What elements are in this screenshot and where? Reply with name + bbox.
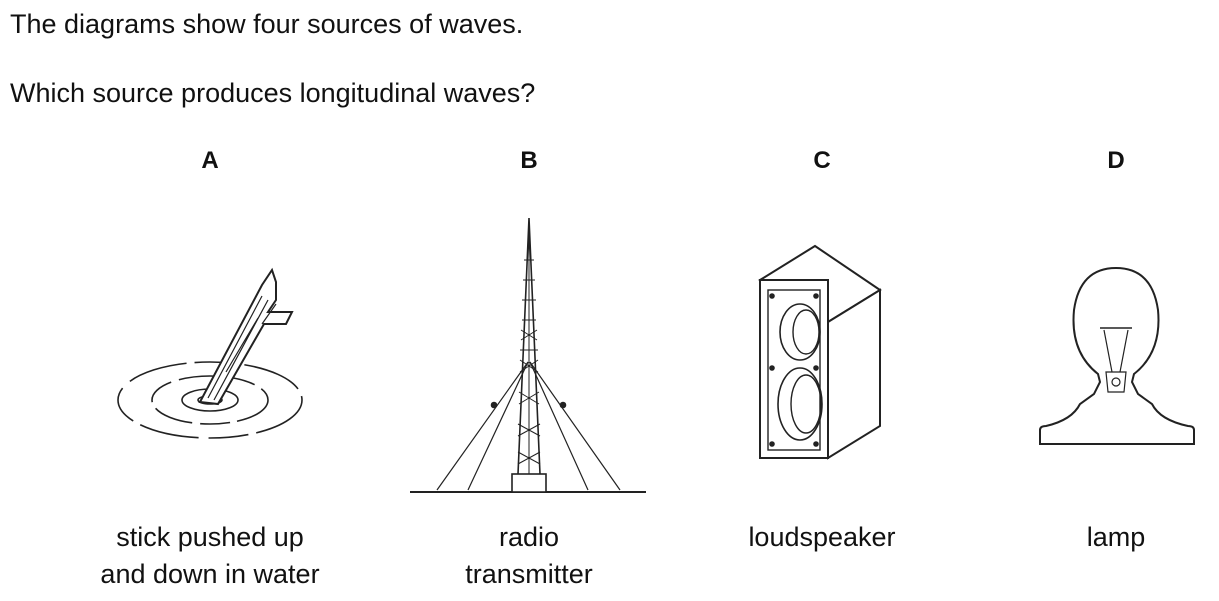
option-caption: loudspeaker	[672, 519, 972, 556]
loudspeaker-icon	[758, 244, 882, 460]
option-caption: radio transmitter	[379, 519, 679, 593]
option-b[interactable]: B radio transmitter	[379, 0, 679, 596]
option-a[interactable]: A stick pushed up and down in water	[60, 0, 360, 596]
option-letter: A	[201, 147, 219, 174]
caption-line: and down in water	[100, 559, 320, 589]
option-d[interactable]: D lamp	[966, 0, 1219, 596]
caption-line: lamp	[1086, 522, 1146, 552]
stick-in-water-icon	[117, 267, 303, 439]
question-text: Which source produces longitudinal waves…	[10, 78, 536, 108]
question-intro: The diagrams show four sources of waves.	[10, 9, 524, 39]
option-caption: stick pushed up and down in water	[60, 519, 360, 593]
option-letter: B	[520, 147, 538, 174]
caption-line: loudspeaker	[748, 522, 896, 552]
caption-line: transmitter	[465, 559, 593, 589]
option-letter: C	[813, 147, 831, 174]
option-letter: D	[1107, 147, 1125, 174]
option-caption: lamp	[966, 519, 1219, 556]
caption-line: radio	[498, 522, 560, 552]
lamp-icon	[1039, 266, 1195, 445]
caption-line: stick pushed up	[116, 522, 304, 552]
option-c[interactable]: C loudspeaker	[672, 0, 972, 596]
radio-transmitter-icon	[410, 217, 646, 493]
